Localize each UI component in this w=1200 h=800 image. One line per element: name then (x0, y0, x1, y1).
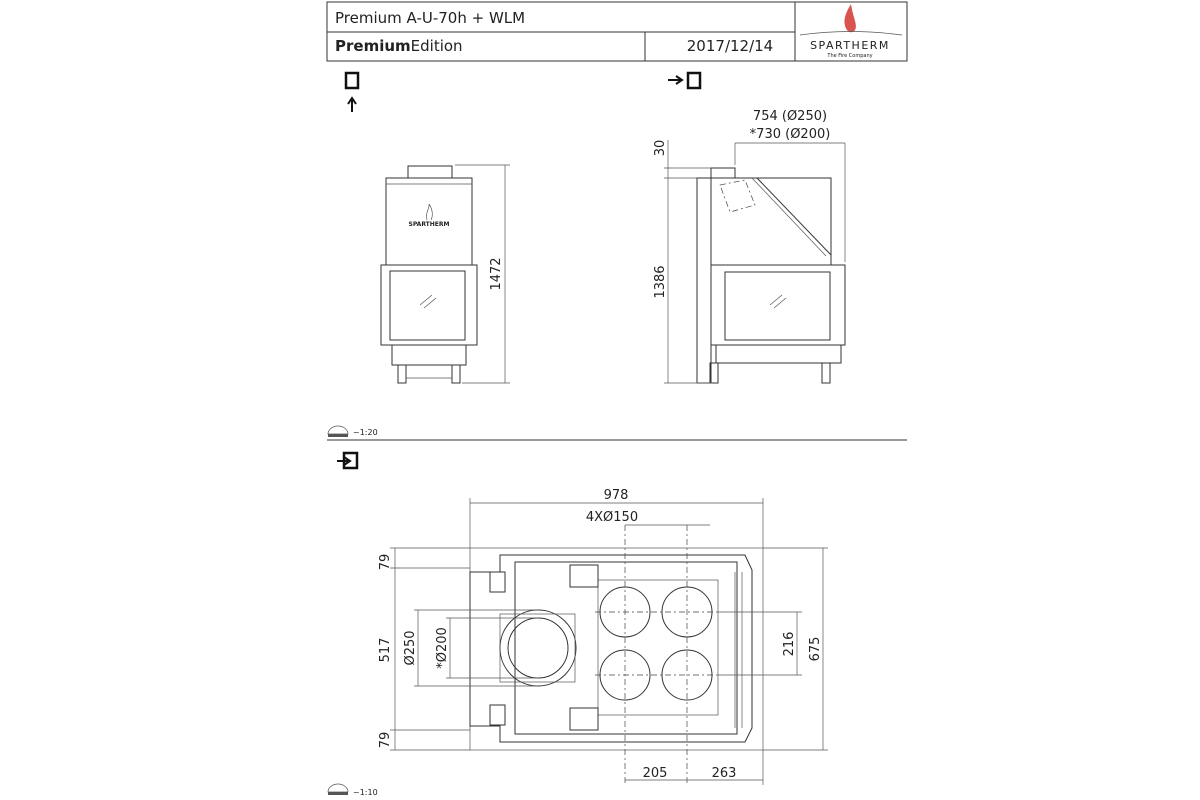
front-view: SPARTHERM (380, 165, 478, 384)
dim-205: 205 (643, 766, 668, 781)
scale-label-top: ~1:20 (353, 428, 378, 437)
drawing-date: 2017/12/14 (687, 37, 773, 55)
dim-517: 517 (378, 638, 393, 663)
logo-brand: SPARTHERM (810, 39, 890, 52)
scale-bottom: ~1:10 (327, 783, 378, 797)
dim-1386: 1386 (653, 265, 668, 298)
side-view (696, 167, 846, 384)
dim-730: *730 (Ø200) (750, 127, 831, 142)
flue-outer (499, 609, 577, 687)
plan-dimensions: 978 4XØ150 79 517 79 Ø250 *Ø200 216 675 … (378, 488, 828, 785)
scale-icon (327, 425, 349, 435)
top-view-icon (337, 451, 359, 470)
edition-bold: Premium (335, 37, 411, 55)
dim-1472: 1472 (489, 257, 504, 290)
edition-label: PremiumEdition (335, 37, 463, 55)
side-dimensions: 754 (Ø250) *730 (Ø200) 30 1386 (653, 109, 846, 384)
dim-978: 978 (604, 488, 629, 503)
plan-view (469, 525, 764, 785)
dim-263: 263 (712, 766, 737, 781)
dim-216: 216 (782, 632, 797, 657)
title-block: Premium A-U-70h + WLM PremiumEdition 201… (326, 1, 908, 62)
scale-icon (327, 783, 349, 793)
drawing-title: Premium A-U-70h + WLM (335, 9, 525, 27)
logo-tagline: The Fire Company (826, 53, 872, 59)
scale-top: ~1:20 (327, 425, 378, 437)
dim-754: 754 (Ø250) (753, 109, 827, 124)
dim-79-top: 79 (378, 554, 393, 571)
edition-rest: Edition (411, 37, 463, 55)
dim-d200: *Ø200 (435, 627, 450, 669)
dim-holes: 4XØ150 (586, 510, 638, 525)
front-height-dimension: 1472 (455, 164, 510, 384)
dim-79-bottom: 79 (378, 732, 393, 749)
spartherm-logo: SPARTHERM The Fire Company (799, 4, 903, 59)
side-view-icon (668, 71, 702, 90)
scale-label-bottom: ~1:10 (353, 788, 378, 797)
dim-675: 675 (808, 637, 823, 662)
dim-d250: Ø250 (403, 630, 418, 665)
dim-30: 30 (653, 140, 668, 157)
front-logo: SPARTHERM (409, 221, 450, 228)
front-view-icon (344, 71, 360, 112)
flame-icon (844, 4, 856, 33)
flue-inner (507, 617, 569, 679)
